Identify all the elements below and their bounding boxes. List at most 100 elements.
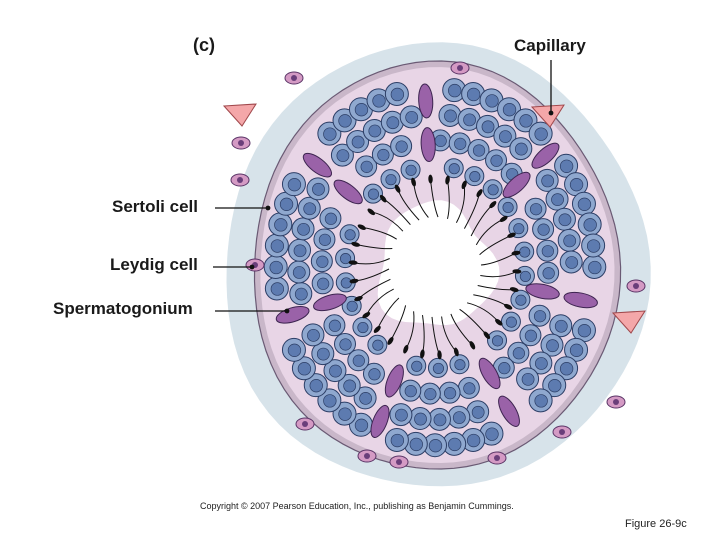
germ-cell-nucleus: [569, 343, 584, 357]
sperm-head: [387, 336, 394, 345]
leader-sertoli-dot: [265, 205, 271, 211]
germ-cell-nucleus: [316, 347, 330, 361]
germ-cell-nucleus: [307, 328, 320, 342]
germ-cell-nucleus: [274, 218, 288, 232]
germ-cell-nucleus: [432, 362, 445, 375]
germ-cell-nucleus: [317, 277, 330, 290]
sperm-head: [504, 303, 513, 310]
germ-cell-nucleus: [541, 174, 555, 188]
germ-cell-nucleus: [338, 114, 352, 128]
germ-cell-nucleus: [357, 321, 369, 334]
sertoli-cell: [420, 127, 436, 163]
sperm-head: [509, 287, 519, 292]
capillary: [611, 310, 646, 334]
sperm-head: [461, 180, 467, 190]
sertoli-cell: [418, 83, 434, 119]
sertoli-cell: [370, 404, 390, 438]
germ-cell-nucleus: [524, 329, 538, 342]
germ-cell-nucleus: [448, 163, 460, 175]
germ-cell-nucleus: [287, 178, 302, 192]
leydig-cell-nucleus: [396, 459, 402, 465]
germ-cell-nucleus: [377, 148, 390, 162]
germ-cell-nucleus: [533, 310, 547, 323]
germ-cell-nucleus: [586, 239, 601, 253]
germ-cell-nucleus: [534, 357, 548, 370]
germ-cell-nucleus: [559, 159, 574, 173]
germ-cell-nucleus: [359, 391, 373, 405]
germ-cell-nucleus: [519, 114, 533, 128]
germ-cell-nucleus: [390, 87, 405, 102]
label-leydig-cell: Leydig cell: [110, 255, 198, 274]
germ-cell-nucleus: [428, 439, 443, 453]
sperm-head: [403, 344, 409, 354]
germ-cell-nucleus: [466, 433, 481, 448]
germ-cell-nucleus: [294, 287, 308, 301]
germ-cell-nucleus: [491, 335, 504, 347]
germ-cell-nucleus: [454, 359, 466, 371]
sperm-head: [349, 278, 359, 284]
sperm-head: [511, 250, 521, 256]
germ-cell-nucleus: [405, 110, 419, 124]
leader-capillary-dot: [548, 110, 554, 116]
germ-cell-nucleus: [485, 427, 499, 441]
germ-cell-nucleus: [390, 433, 405, 448]
sertoli-cell: [478, 357, 501, 390]
leader-spermatogonium-dot: [284, 308, 290, 314]
germ-cell-nucleus: [303, 202, 317, 216]
germ-cell-nucleus: [452, 411, 466, 425]
sertoli-cell: [502, 171, 531, 198]
germ-cell-nucleus: [395, 140, 408, 153]
germ-cell-nucleus: [270, 282, 285, 296]
germ-cell-nucleus: [542, 267, 555, 280]
leader-leydig-dot: [249, 264, 255, 270]
germ-cell-nucleus: [385, 174, 397, 186]
germ-cell-nucleus: [433, 413, 447, 427]
copyright-notice: Copyright © 2007 Pearson Education, Inc.…: [200, 501, 514, 511]
germ-cell-nucleus: [411, 360, 423, 372]
figure-number: Figure 26-9c: [625, 518, 687, 530]
sperm-head: [437, 350, 442, 360]
sperm-tail: [447, 180, 450, 220]
germ-cell-nucleus: [360, 160, 373, 173]
germ-cell-nucleus: [534, 127, 548, 141]
label-sertoli-cell: Sertoli cell: [112, 197, 198, 216]
germ-cell-nucleus: [269, 260, 283, 275]
germ-cell-nucleus: [312, 182, 325, 196]
germ-cell-nucleus: [490, 154, 503, 167]
sperm-head: [495, 318, 503, 326]
germ-cell-nucleus: [395, 408, 408, 422]
germ-cell-nucleus: [502, 103, 517, 117]
germ-cell-nucleus: [551, 193, 564, 207]
leydig-cell-nucleus: [494, 455, 500, 461]
germ-cell-nucleus: [279, 197, 294, 211]
germ-cell-nucleus: [577, 197, 592, 211]
germ-cell-nucleus: [558, 213, 572, 227]
sperm-head: [512, 269, 522, 274]
leydig-cell-nucleus: [633, 283, 639, 289]
germ-cell-nucleus: [328, 319, 342, 332]
sertoli-cell: [498, 395, 520, 427]
leydig-cell-nucleus: [291, 75, 297, 81]
capillary: [530, 104, 565, 128]
germ-cell-nucleus: [548, 378, 562, 393]
germ-cell-nucleus: [405, 164, 417, 176]
sertoli-cell: [563, 291, 598, 309]
germ-cell-nucleus: [448, 437, 462, 452]
leydig-cell-nucleus: [302, 421, 308, 427]
germ-cell-nucleus: [434, 134, 447, 148]
germ-cell-nucleus: [487, 184, 499, 196]
germ-cell-nucleus: [481, 120, 495, 134]
sperm-head: [428, 174, 433, 184]
sperm-head: [507, 232, 516, 238]
sertoli-cell: [302, 152, 333, 178]
germ-cell-nucleus: [344, 229, 356, 241]
germ-cell-nucleus: [297, 222, 310, 236]
germ-cell-nucleus: [343, 379, 357, 393]
germ-cell-nucleus: [471, 405, 485, 419]
interstitial-cells: [222, 61, 646, 469]
germ-cell-nucleus: [498, 362, 511, 375]
germ-cell-nucleus: [463, 382, 476, 395]
germ-cell-nucleus: [519, 246, 531, 258]
leydig-cell-nucleus: [238, 140, 244, 146]
germ-cell-nucleus: [340, 277, 352, 289]
